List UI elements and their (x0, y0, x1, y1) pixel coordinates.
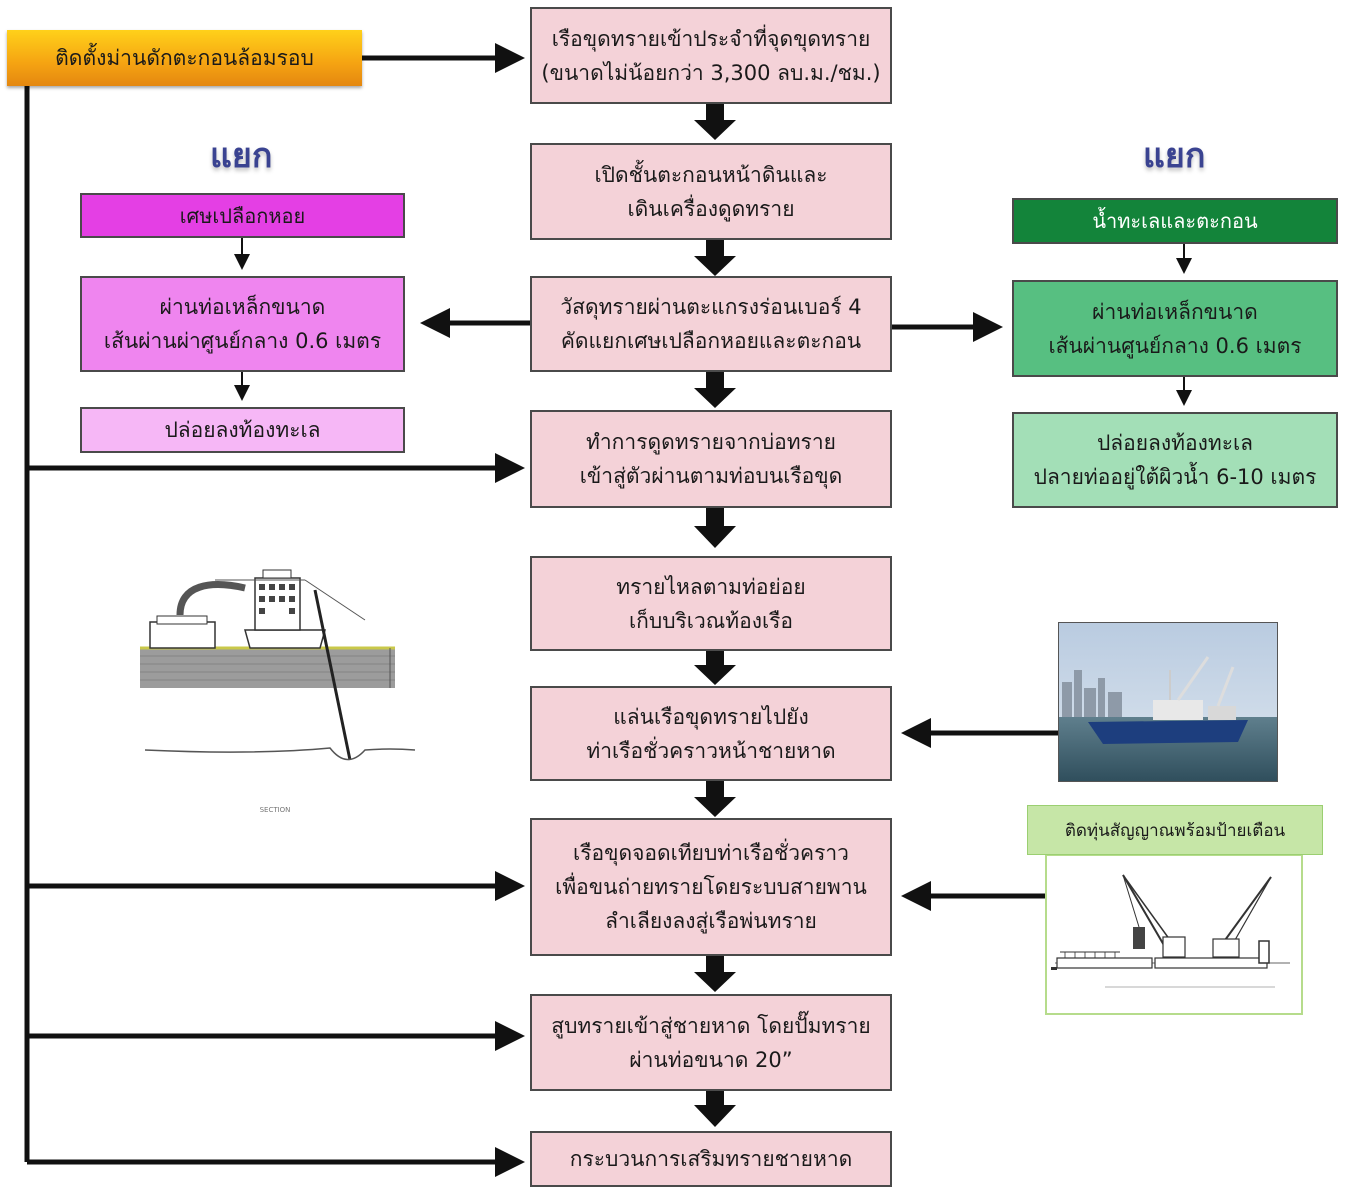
flow-step-3: วัสดุทรายผ่านตะแกรงร่อนเบอร์ 4 คัดแยกเศษ… (530, 276, 892, 372)
shell-release-box: ปล่อยลงท้องทะเล (80, 407, 405, 453)
separate-label-right: แยก (1143, 136, 1206, 176)
flow-step-6: แล่นเรือขุดทรายไปยัง ท่าเรือชั่วคราวหน้า… (530, 686, 892, 781)
seawater-pipe-box: ผ่านท่อเหล็กขนาด เส้นผ่านศูนย์กลาง 0.6 เ… (1012, 280, 1338, 377)
seawater-sediment-header: น้ำทะเลและตะกอน (1012, 198, 1338, 244)
conveyor-barge-drawing (1045, 855, 1303, 1015)
flow-step-5: ทรายไหลตามท่อย่อย เก็บบริเวณท้องเรือ (530, 556, 892, 651)
seawater-release-box: ปล่อยลงท้องทะเล ปลายท่ออยู่ใต้ผิวน้ำ 6-1… (1012, 412, 1338, 508)
flow-step-2: เปิดชั้นตะกอนหน้าดินและ เดินเครื่องดูดทร… (530, 143, 892, 240)
buoy-warning-caption: ติดทุ่นสัญญาณพร้อมป้ายเตือน (1027, 805, 1323, 855)
flow-step-4: ทำการดูดทรายจากบ่อทราย เข้าสู่ตัวผ่านตาม… (530, 410, 892, 508)
shell-waste-header: เศษเปลือกหอย (80, 193, 405, 238)
flow-step-1: เรือขุดทรายเข้าประจำที่จุดขุดทราย (ขนาดไ… (530, 7, 892, 104)
shell-pipe-box: ผ่านท่อเหล็กขนาด เส้นผ่านผ่าศูนย์กลาง 0.… (80, 276, 405, 372)
silt-curtain-box: ติดตั้งม่านดักตะกอนล้อมรอบ (7, 30, 362, 86)
section-label: SECTION (260, 806, 291, 814)
flow-step-7: เรือขุดจอดเทียบท่าเรือชั่วคราว เพื่อขนถ่… (530, 818, 892, 956)
dredger-section-drawing: SECTION (140, 569, 416, 814)
dredger-ship-photo (1058, 622, 1278, 782)
flow-step-9: กระบวนการเสริมทรายชายหาด (530, 1131, 892, 1187)
flow-step-8: สูบทรายเข้าสู่ชายหาด โดยปั๊มทราย ผ่านท่อ… (530, 994, 892, 1091)
separate-label-left: แยก (210, 136, 273, 176)
